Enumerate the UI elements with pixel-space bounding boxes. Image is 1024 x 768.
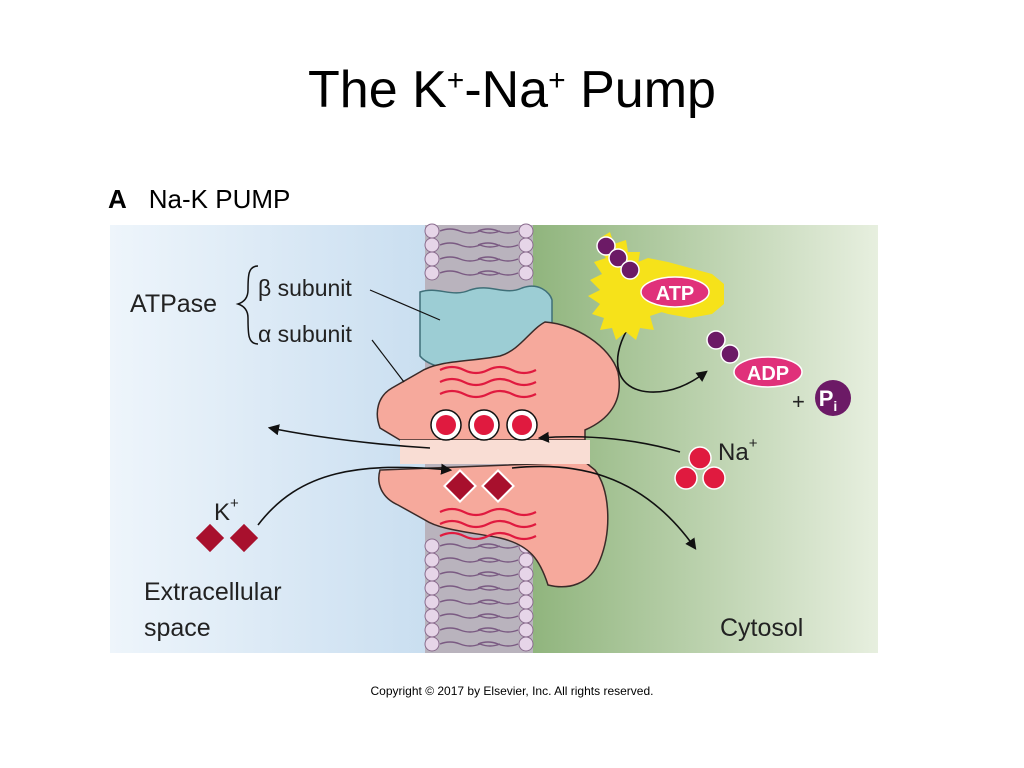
bound-potassium-ions [443,469,515,503]
title-sup-k: + [446,64,465,97]
title-sup-na: + [548,64,566,97]
panel-label: A Na-K PUMP [108,184,290,215]
beta-leader-line [369,289,441,321]
lipid-tail [477,543,519,549]
lipid-tail [477,270,519,276]
lipid-tail [477,613,519,619]
lipid-head [424,538,440,554]
alpha-subunit-label: α subunit [258,321,352,347]
lipid-head [518,223,534,239]
beta-subunit-label: β subunit [258,275,352,301]
atp-molecule: ATP [588,232,724,340]
extracellular-potassium-ions [195,523,259,553]
lipid-head [424,265,440,281]
lipid-head [424,237,440,253]
lipid-tail [477,641,519,647]
alpha-subunit-top [376,321,620,441]
pi-sub: i [833,398,837,414]
atp-hydrolysis-arrow [616,329,708,393]
lipid-head [518,594,534,610]
lipid-head [518,636,534,652]
title-main: The K [308,61,447,119]
cytosol-sodium-ions [674,446,726,490]
adp-molecule: ADP [706,330,803,388]
lipid-tail [477,228,519,234]
alpha-subunit-bottom [378,461,609,588]
lipid-tail [477,599,519,605]
title-mid: -Na [464,61,549,119]
slide-title: The K+-Na+ Pump [0,61,1024,119]
plus-sign: + [792,389,805,414]
k-sup: + [230,495,239,512]
sodium-in-arrow [537,431,681,453]
lipid-head [424,552,440,568]
alpha-leader-line [371,339,405,383]
cytosol-label: Cytosol [720,614,803,642]
lipid-head [518,251,534,267]
adp-label: ADP [747,363,789,385]
atpase-label: ATPase [130,290,217,318]
lipid-head [424,608,440,624]
transport-arrows [257,329,708,550]
lipid-head [518,552,534,568]
lipid-tail [477,557,519,563]
na-sup: + [749,435,758,452]
atp-label: ATP [656,283,695,305]
sodium-out-arrow [267,424,431,449]
potassium-in-arrow [257,463,453,526]
lipid-tail [477,585,519,591]
k-label: K [214,499,230,526]
pump-channel [400,440,590,464]
lipid-head [424,636,440,652]
lipid-head [518,580,534,596]
lipid-head [518,566,534,582]
title-end: Pump [565,61,716,119]
lipid-head [518,237,534,253]
alpha-helices [439,365,537,541]
bound-sodium-ions [430,409,538,441]
phosphate: Pi [815,380,851,416]
atpase-brace [235,265,259,345]
lipid-head [424,566,440,582]
na-label: Na [718,439,749,466]
svg-text:Pi: Pi [819,386,838,414]
lipid-head [518,622,534,638]
lipid-tail [477,627,519,633]
lipid-head [518,608,534,624]
lipid-tail [477,256,519,262]
svg-text:Na+: Na+ [718,435,758,466]
panel-title: Na-K PUMP [148,184,291,214]
lipid-head [424,251,440,267]
extracellular-label-line1: Extracellular [144,578,282,606]
extracellular-region [110,225,430,653]
lipid-head [424,622,440,638]
potassium-to-cytosol-arrow [511,465,697,550]
lipid-head [424,580,440,596]
lipid-tail [477,571,519,577]
lipid-head [518,265,534,281]
lipid-head [424,594,440,610]
pi-main: P [819,386,834,411]
lipid-tail [477,242,519,248]
panel-letter: A [108,184,127,214]
lipid-head [424,223,440,239]
extracellular-label-line2: space [144,614,211,642]
svg-text:K+: K+ [214,495,239,526]
copyright-notice: Copyright © 2017 by Elsevier, Inc. All r… [370,684,654,698]
